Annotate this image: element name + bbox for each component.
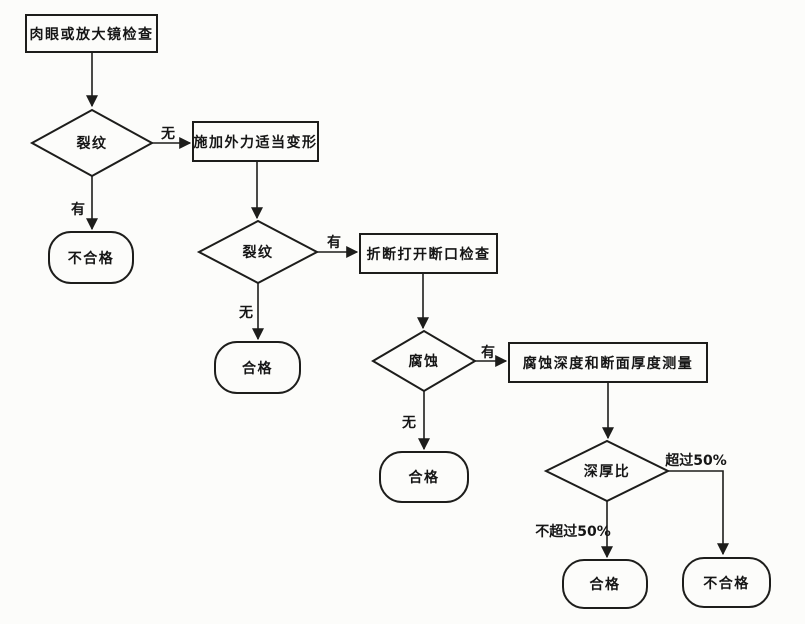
decision-diamond-corrosion bbox=[371, 329, 477, 393]
terminal-fail-1 bbox=[48, 231, 134, 284]
edge-ratio-exceed-to-fail2 bbox=[668, 470, 729, 556]
terminal-pass-1 bbox=[214, 341, 301, 394]
decision-diamond-crack-2 bbox=[196, 219, 320, 285]
process-box-measure-depth-thickness bbox=[508, 342, 708, 383]
process-box-break-open-inspection bbox=[359, 233, 498, 274]
terminal-pass-3 bbox=[562, 559, 648, 609]
terminal-fail-2 bbox=[682, 557, 771, 608]
process-box-visual-inspection bbox=[25, 14, 158, 53]
process-box-apply-force bbox=[192, 121, 319, 162]
decision-diamond-depth-ratio bbox=[543, 439, 671, 503]
decision-diamond-crack-1 bbox=[29, 108, 155, 178]
terminal-pass-2 bbox=[379, 451, 469, 503]
